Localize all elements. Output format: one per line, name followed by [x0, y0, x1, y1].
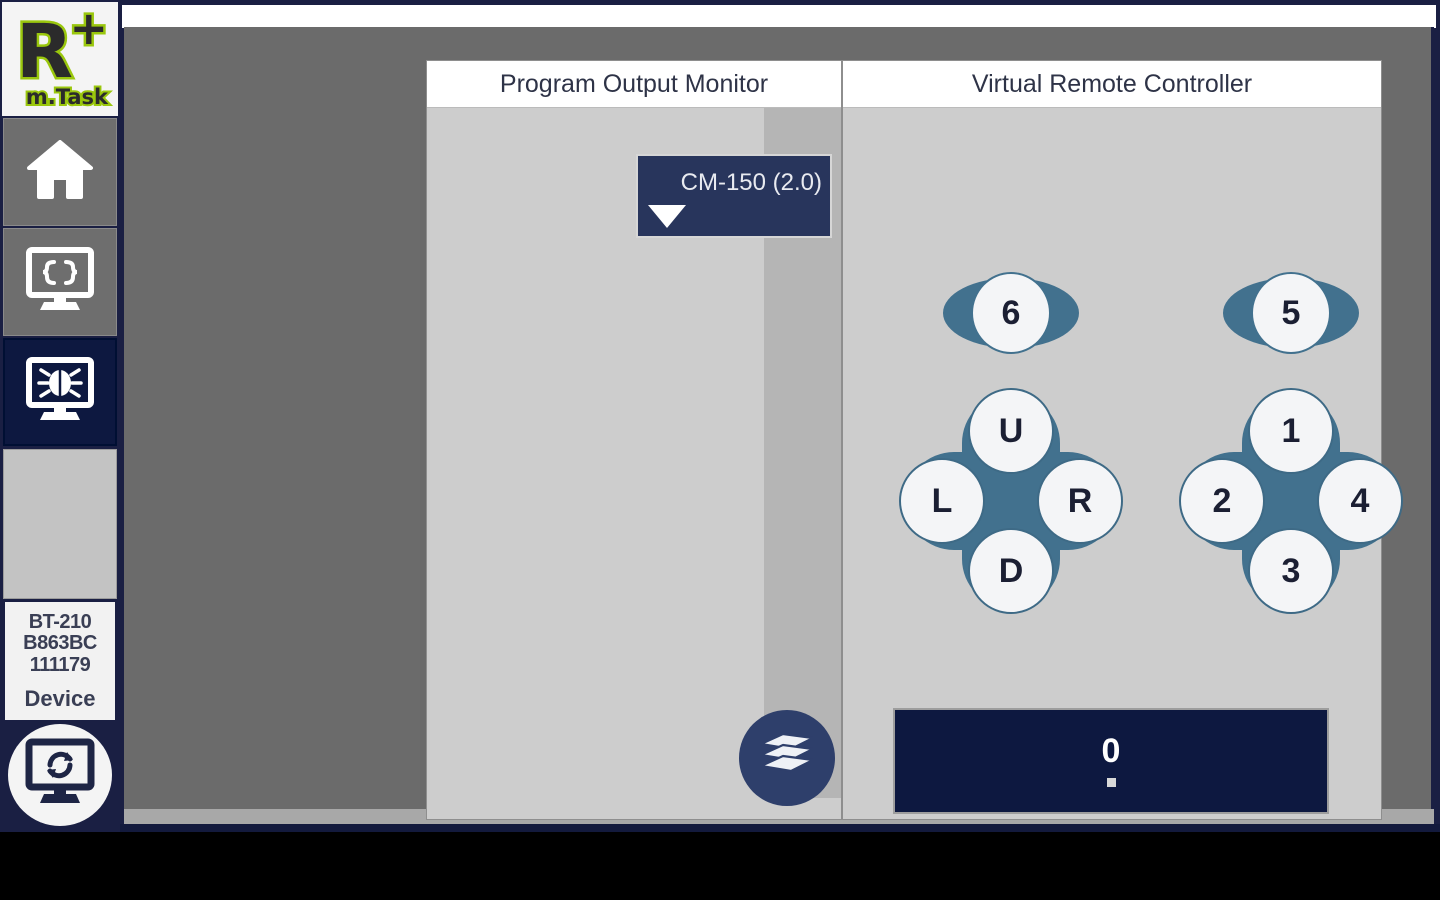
- app-frame: R + m.Task: [0, 0, 1440, 832]
- left-button-6[interactable]: 6: [971, 272, 1051, 354]
- chevron-down-icon: [648, 205, 686, 228]
- book-stack-icon: [757, 730, 817, 787]
- right-dpad-group: 5 1 2 4 3: [1171, 272, 1411, 626]
- logo-graphic: R + m.Task: [8, 1, 112, 112]
- remote-output-indicator-dot: [1106, 777, 1116, 787]
- logo-letter-r: R: [14, 9, 76, 95]
- device-id-line-2: B863BC: [23, 632, 97, 655]
- device-info-card[interactable]: BT-210 B863BC 111179 Device: [5, 602, 115, 720]
- right-button-1[interactable]: 1: [1248, 388, 1334, 474]
- left-button-right[interactable]: R: [1037, 458, 1123, 544]
- virtual-remote-body: 6 U L R D: [843, 108, 1403, 820]
- android-navigation-bar: [0, 832, 1440, 900]
- left-dpad-cross: U L R D: [891, 376, 1131, 626]
- log-book-button[interactable]: [739, 710, 835, 806]
- right-top-button-wrap: 5: [1223, 272, 1359, 354]
- left-button-up[interactable]: U: [968, 388, 1054, 474]
- remote-output-display: 0: [893, 708, 1329, 814]
- left-dpad-group: 6 U L R D: [891, 272, 1131, 626]
- code-monitor-icon: [24, 246, 96, 318]
- bottom-navy-bar: [120, 824, 1440, 832]
- remote-output-value: 0: [1101, 731, 1121, 770]
- right-dpad-cross: 1 2 4 3: [1171, 376, 1411, 626]
- output-monitor-title: Program Output Monitor: [427, 61, 841, 108]
- device-select-dropdown[interactable]: CM-150 (2.0): [636, 154, 832, 238]
- virtual-remote-title: Virtual Remote Controller: [843, 61, 1381, 108]
- connect-sync-button[interactable]: [8, 724, 112, 826]
- right-button-3[interactable]: 3: [1248, 528, 1334, 614]
- right-button-5[interactable]: 5: [1251, 272, 1331, 354]
- device-select-value: CM-150 (2.0): [680, 169, 822, 196]
- monitor-sync-icon: [23, 738, 97, 813]
- left-button-down[interactable]: D: [968, 528, 1054, 614]
- left-button-left[interactable]: L: [899, 458, 985, 544]
- top-white-strip: [122, 5, 1436, 28]
- program-output-monitor-panel: Program Output Monitor CM-150 (2.0): [426, 60, 842, 820]
- device-id-line-3: 111179: [29, 653, 91, 676]
- device-id-line-1: BT-210: [28, 610, 92, 633]
- sidebar: R + m.Task: [0, 0, 120, 832]
- bug-monitor-icon: [24, 356, 96, 428]
- right-button-4[interactable]: 4: [1317, 458, 1403, 544]
- output-monitor-body: CM-150 (2.0): [427, 108, 841, 820]
- logo-plus-sign: +: [67, 1, 110, 55]
- content-area: Program Output Monitor CM-150 (2.0): [124, 27, 1434, 820]
- left-top-button-wrap: 6: [943, 272, 1079, 354]
- sidebar-item-task-code[interactable]: [3, 228, 117, 336]
- right-button-2[interactable]: 2: [1179, 458, 1265, 544]
- sidebar-empty-panel: [3, 449, 117, 599]
- home-icon: [27, 139, 93, 205]
- logo-subtitle: m.Task: [24, 83, 110, 111]
- device-label: Device: [24, 685, 96, 711]
- top-navy-strip: [120, 0, 1440, 6]
- sidebar-item-home[interactable]: [3, 118, 117, 226]
- sidebar-item-debug-monitor[interactable]: [3, 338, 117, 446]
- virtual-remote-controller-panel: Virtual Remote Controller 6 U L: [842, 60, 1403, 820]
- app-logo: R + m.Task: [2, 2, 118, 116]
